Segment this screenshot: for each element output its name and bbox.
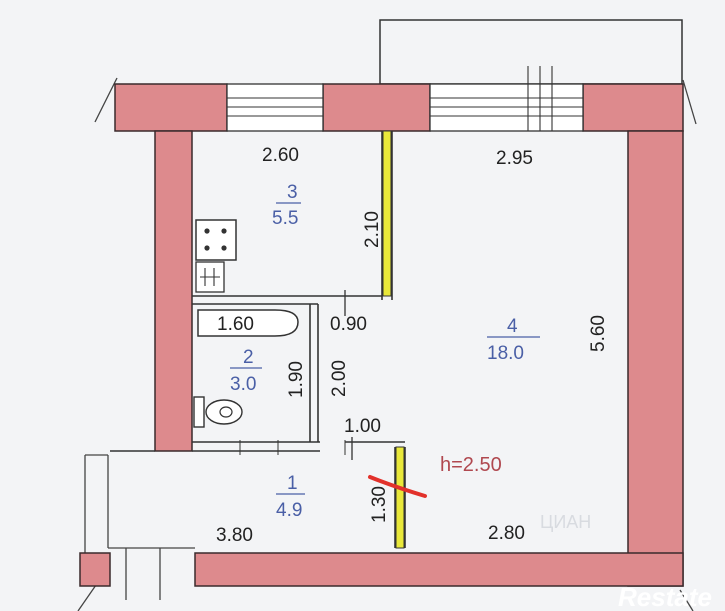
room-3-number: 3	[287, 182, 298, 203]
window-right	[429, 66, 584, 132]
ceiling-height-label: h=2.50	[440, 454, 502, 476]
dim-room-width-bottom: 2.80	[488, 523, 525, 544]
red-mark	[368, 475, 427, 498]
wall-left	[154, 130, 193, 452]
dim-corridor-wall: 2.00	[329, 360, 350, 397]
walls	[79, 83, 684, 587]
partitions	[110, 131, 406, 548]
entrance-outline	[84, 454, 195, 600]
wall-left-lower	[79, 552, 111, 587]
watermark-brand: Restate	[618, 582, 712, 611]
toilet-icon	[193, 396, 243, 428]
sink-icon	[195, 261, 225, 293]
dim-room-depth: 5.60	[588, 315, 609, 352]
room-2-number: 2	[243, 347, 254, 368]
balcony-outline	[379, 19, 683, 85]
room-4-number: 4	[507, 316, 518, 337]
door-openings	[239, 440, 346, 455]
wall-top-left	[114, 83, 228, 132]
dim-kitchen-depth: 2.10	[362, 211, 383, 248]
watermark-faint: ЦИАН	[540, 512, 591, 532]
wall-bottom	[194, 552, 684, 587]
dim-room-width-top: 2.95	[496, 148, 533, 169]
wall-top-right	[582, 83, 684, 132]
kitchen-door-leaf	[382, 130, 392, 297]
hall-door-leaf	[395, 446, 405, 549]
dim-hall-depth: 1.30	[369, 486, 390, 523]
room-2-area: 3.0	[230, 374, 256, 395]
room-4-area: 18.0	[487, 343, 524, 364]
dim-bath-depth: 1.90	[286, 361, 307, 398]
window-left	[226, 83, 324, 132]
dim-bath-width: 1.60	[217, 314, 254, 335]
room-3-area: 5.5	[272, 208, 298, 229]
wall-top-middle	[322, 83, 431, 132]
dim-door-width: 1.00	[344, 416, 381, 437]
stove-icon	[195, 219, 237, 261]
wall-extension-lines	[77, 77, 697, 611]
room-1-area: 4.9	[276, 500, 302, 521]
dim-hall-width: 3.80	[216, 525, 253, 546]
room-1-number: 1	[287, 473, 298, 494]
wall-right	[627, 130, 684, 587]
bathtub-icon	[197, 309, 299, 337]
dim-door-gap: 0.90	[330, 314, 367, 335]
dimension-ticks	[344, 290, 353, 460]
dim-kitchen-width: 2.60	[262, 145, 299, 166]
